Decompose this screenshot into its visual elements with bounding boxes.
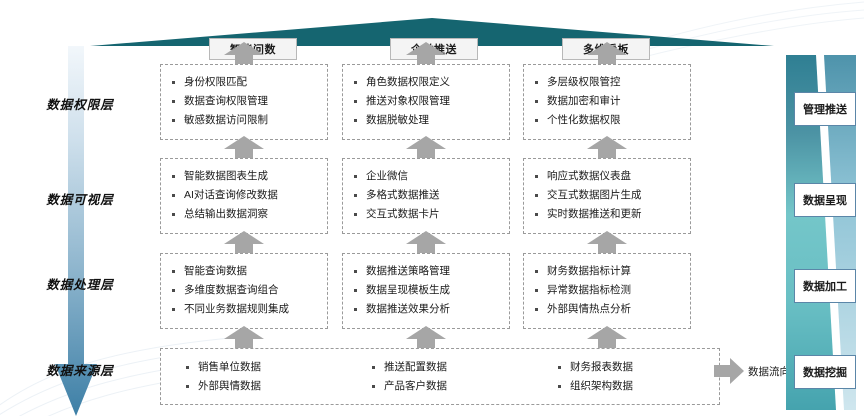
up-arrow-icon (224, 326, 264, 348)
up-arrow-icon (406, 326, 446, 348)
list-item: 异常数据指标检测 (532, 281, 684, 300)
list-item: 数据推送效果分析 (351, 300, 503, 319)
cell-visualization-dashboard: 响应式数据仪表盘 交互式数据图片生成 实时数据推送和更新 (523, 158, 691, 234)
cell-processing-wecom-push: 数据推送策略管理 数据呈现模板生成 数据推送效果分析 (342, 253, 510, 329)
source-group-sales: 销售单位数据 外部舆情数据 (161, 358, 347, 396)
up-arrow-icon (406, 136, 446, 158)
list-item: 数据呈现模板生成 (351, 281, 503, 300)
list-item: 身份权限匹配 (169, 73, 321, 92)
up-arrow-icon (224, 136, 264, 158)
layer-label-permission: 数据权限层 (46, 98, 114, 112)
up-arrow-icon (587, 231, 627, 253)
list-item: 多维度数据查询组合 (169, 281, 321, 300)
sidebar-item-management-push[interactable]: 管理推送 (794, 92, 856, 126)
cell-visualization-smart-query: 智能数据图表生成 AI对话查询修改数据 总结输出数据洞察 (160, 158, 328, 234)
up-arrow-icon (406, 231, 446, 253)
list-item: 响应式数据仪表盘 (532, 167, 684, 186)
top-banner: 智能问数 企微推送 多维看板 (90, 18, 774, 60)
list-item: 财务报表数据 (555, 358, 719, 377)
list-item: 企业微信 (351, 167, 503, 186)
list-item: 数据查询权限管理 (169, 92, 321, 111)
list-item: AI对话查询修改数据 (169, 186, 321, 205)
up-arrow-icon (587, 42, 627, 64)
sidebar-item-data-processing[interactable]: 数据加工 (794, 269, 856, 303)
list-item: 财务数据指标计算 (532, 262, 684, 281)
cell-permission-smart-query: 身份权限匹配 数据查询权限管理 敏感数据访问限制 (160, 64, 328, 140)
list-item: 交互式数据卡片 (351, 205, 503, 224)
list-item: 多层级权限管控 (532, 73, 684, 92)
list-item: 智能查询数据 (169, 262, 321, 281)
cell-processing-smart-query: 智能查询数据 多维度数据查询组合 不同业务数据规则集成 (160, 253, 328, 329)
up-arrow-icon (587, 136, 627, 158)
list-item: 智能数据图表生成 (169, 167, 321, 186)
list-item: 外部舆情数据 (183, 377, 347, 396)
up-arrow-icon (587, 326, 627, 348)
source-group-push: 推送配置数据 产品客户数据 (347, 358, 533, 396)
list-item: 数据加密和审计 (532, 92, 684, 111)
cell-processing-dashboard: 财务数据指标计算 异常数据指标检测 外部舆情热点分析 (523, 253, 691, 329)
up-arrow-icon (224, 231, 264, 253)
layer-label-source: 数据来源层 (46, 364, 114, 378)
list-item: 多格式数据推送 (351, 186, 503, 205)
list-item: 推送对象权限管理 (351, 92, 503, 111)
list-item: 敏感数据访问限制 (169, 111, 321, 130)
list-item: 不同业务数据规则集成 (169, 300, 321, 319)
data-flow-down-arrow (55, 46, 97, 416)
sidebar-item-data-presentation[interactable]: 数据呈现 (794, 183, 856, 217)
up-arrow-icon (224, 42, 264, 64)
list-item: 组织架构数据 (555, 377, 719, 396)
list-item: 数据推送策略管理 (351, 262, 503, 281)
cell-permission-dashboard: 多层级权限管控 数据加密和审计 个性化数据权限 (523, 64, 691, 140)
right-sidebar: 管理推送 数据呈现 数据加工 数据挖掘 (786, 55, 856, 410)
layer-label-processing: 数据处理层 (46, 278, 114, 292)
list-item: 销售单位数据 (183, 358, 347, 377)
list-item: 外部舆情热点分析 (532, 300, 684, 319)
cell-source-layer: 销售单位数据 外部舆情数据 推送配置数据 产品客户数据 财务报表数据 组织架构数… (160, 348, 720, 405)
data-flow-caption: 数据流向 (748, 366, 790, 378)
up-arrow-icon (406, 42, 446, 64)
list-item: 产品客户数据 (369, 377, 533, 396)
list-item: 实时数据推送和更新 (532, 205, 684, 224)
layer-label-visualization: 数据可视层 (46, 193, 114, 207)
list-item: 数据脱敏处理 (351, 111, 503, 130)
cell-permission-wecom-push: 角色数据权限定义 推送对象权限管理 数据脱敏处理 (342, 64, 510, 140)
list-item: 个性化数据权限 (532, 111, 684, 130)
list-item: 角色数据权限定义 (351, 73, 503, 92)
right-arrow-icon (714, 358, 744, 384)
list-item: 总结输出数据洞察 (169, 205, 321, 224)
list-item: 交互式数据图片生成 (532, 186, 684, 205)
list-item: 推送配置数据 (369, 358, 533, 377)
sidebar-item-data-mining[interactable]: 数据挖掘 (794, 355, 856, 389)
source-group-finance: 财务报表数据 组织架构数据 (533, 358, 719, 396)
cell-visualization-wecom-push: 企业微信 多格式数据推送 交互式数据卡片 (342, 158, 510, 234)
